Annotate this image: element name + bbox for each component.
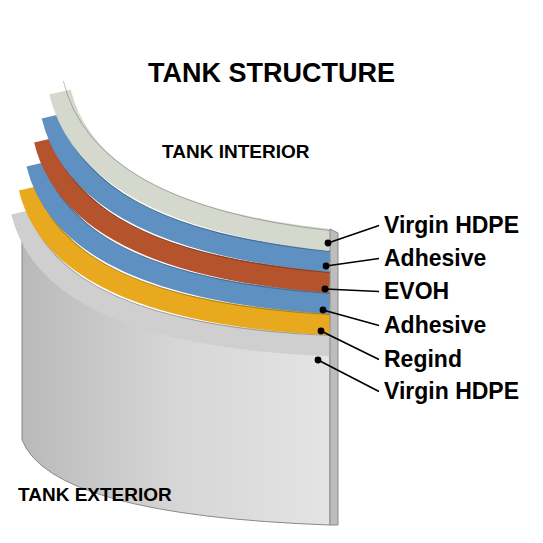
layer-label: EVOH [384, 278, 449, 305]
layer-label: Virgin HDPE [384, 378, 519, 405]
leader-dot [323, 263, 328, 268]
leader-dot [325, 240, 330, 245]
virgin-hdpe-layer [60, 92, 330, 240]
leader-line [318, 360, 379, 392]
leader-dot [318, 328, 323, 333]
leader-line [328, 226, 379, 244]
leader-line [321, 331, 379, 360]
side-label: TANK EXTERIOR [18, 484, 172, 506]
layer-label: Adhesive [384, 312, 486, 339]
layer-edge [63, 81, 330, 230]
leader-line [323, 310, 379, 326]
wall-layers [22, 81, 338, 525]
leader-line [325, 289, 379, 292]
side-label: TANK INTERIOR [162, 141, 309, 163]
layer-label: Virgin HDPE [384, 212, 519, 239]
leader-lines [315, 226, 379, 392]
end-face [330, 229, 338, 525]
leader-dot [315, 357, 320, 362]
diagram-title: TANK STRUCTURE [148, 58, 395, 89]
layer-label: Regind [384, 346, 462, 373]
leader-dot [320, 307, 325, 312]
layer-label: Adhesive [384, 245, 486, 272]
leader-dot [322, 286, 327, 291]
leader-line [326, 259, 379, 267]
